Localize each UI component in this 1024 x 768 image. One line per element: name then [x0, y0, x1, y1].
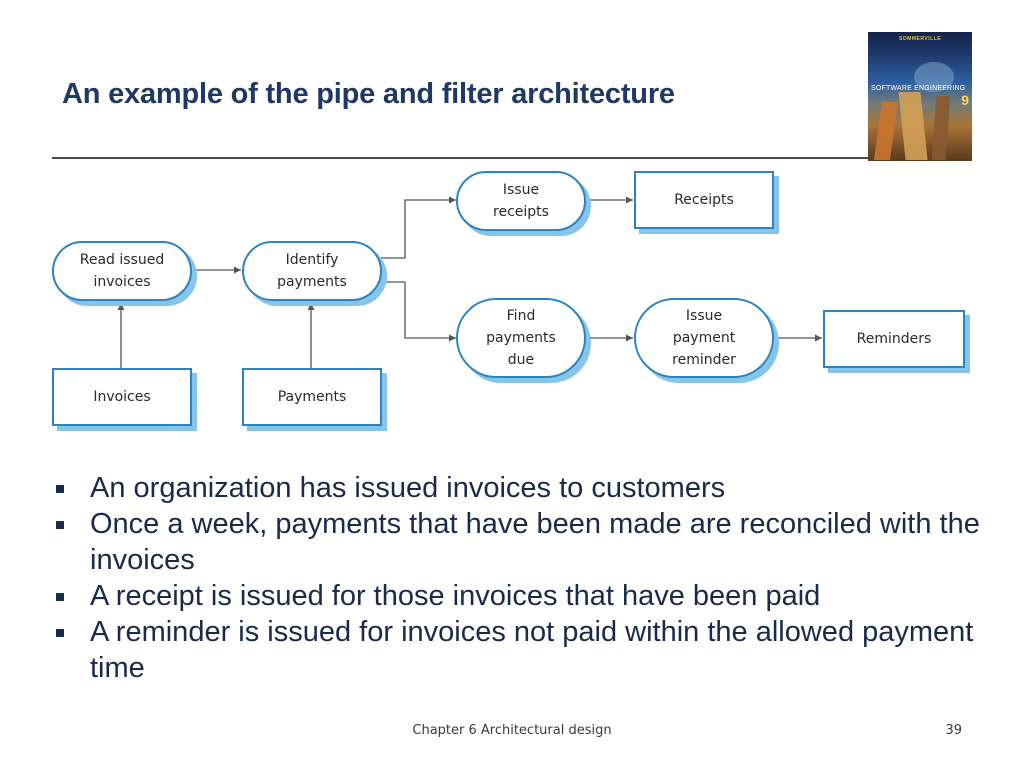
page-number: 39: [945, 723, 962, 738]
slide-footer: Chapter 6 Architectural design: [412, 723, 612, 738]
store-receipts: Receipts: [634, 171, 774, 229]
filter-find-payments-due: Find payments due: [456, 298, 586, 378]
filter-read-issued-invoices: Read issued invoices: [52, 241, 192, 301]
pipe-identify-to-find-payments-due: [381, 281, 456, 342]
filter-identify-payments: Identify payments: [242, 241, 382, 301]
book-cover-image: SOMMERVILLE SOFTWARE ENGINEERING 9: [868, 32, 972, 161]
bullet-list: An organization has issued invoices to c…: [52, 470, 1012, 686]
store-invoices: Invoices: [52, 368, 192, 426]
bullet-item: Once a week, payments that have been mad…: [52, 506, 1012, 578]
book-cover-edition: 9: [961, 92, 969, 108]
pipe-identify-to-issue-receipts: [381, 196, 456, 259]
filter-issue-payment-reminder: Issue payment reminder: [634, 298, 774, 378]
bullet-item: A receipt is issued for those invoices t…: [52, 578, 1012, 614]
book-cover-title: SOFTWARE ENGINEERING: [871, 85, 966, 92]
filter-issue-receipts: Issue receipts: [456, 171, 586, 231]
title-divider: [52, 157, 870, 159]
slide-title: An example of the pipe and filter archit…: [62, 78, 675, 110]
book-cover-author: SOMMERVILLE: [898, 36, 942, 42]
bullet-item: A reminder is issued for invoices not pa…: [52, 614, 1012, 686]
store-payments: Payments: [242, 368, 382, 426]
bullet-item: An organization has issued invoices to c…: [52, 470, 1012, 506]
store-reminders: Reminders: [823, 310, 965, 368]
